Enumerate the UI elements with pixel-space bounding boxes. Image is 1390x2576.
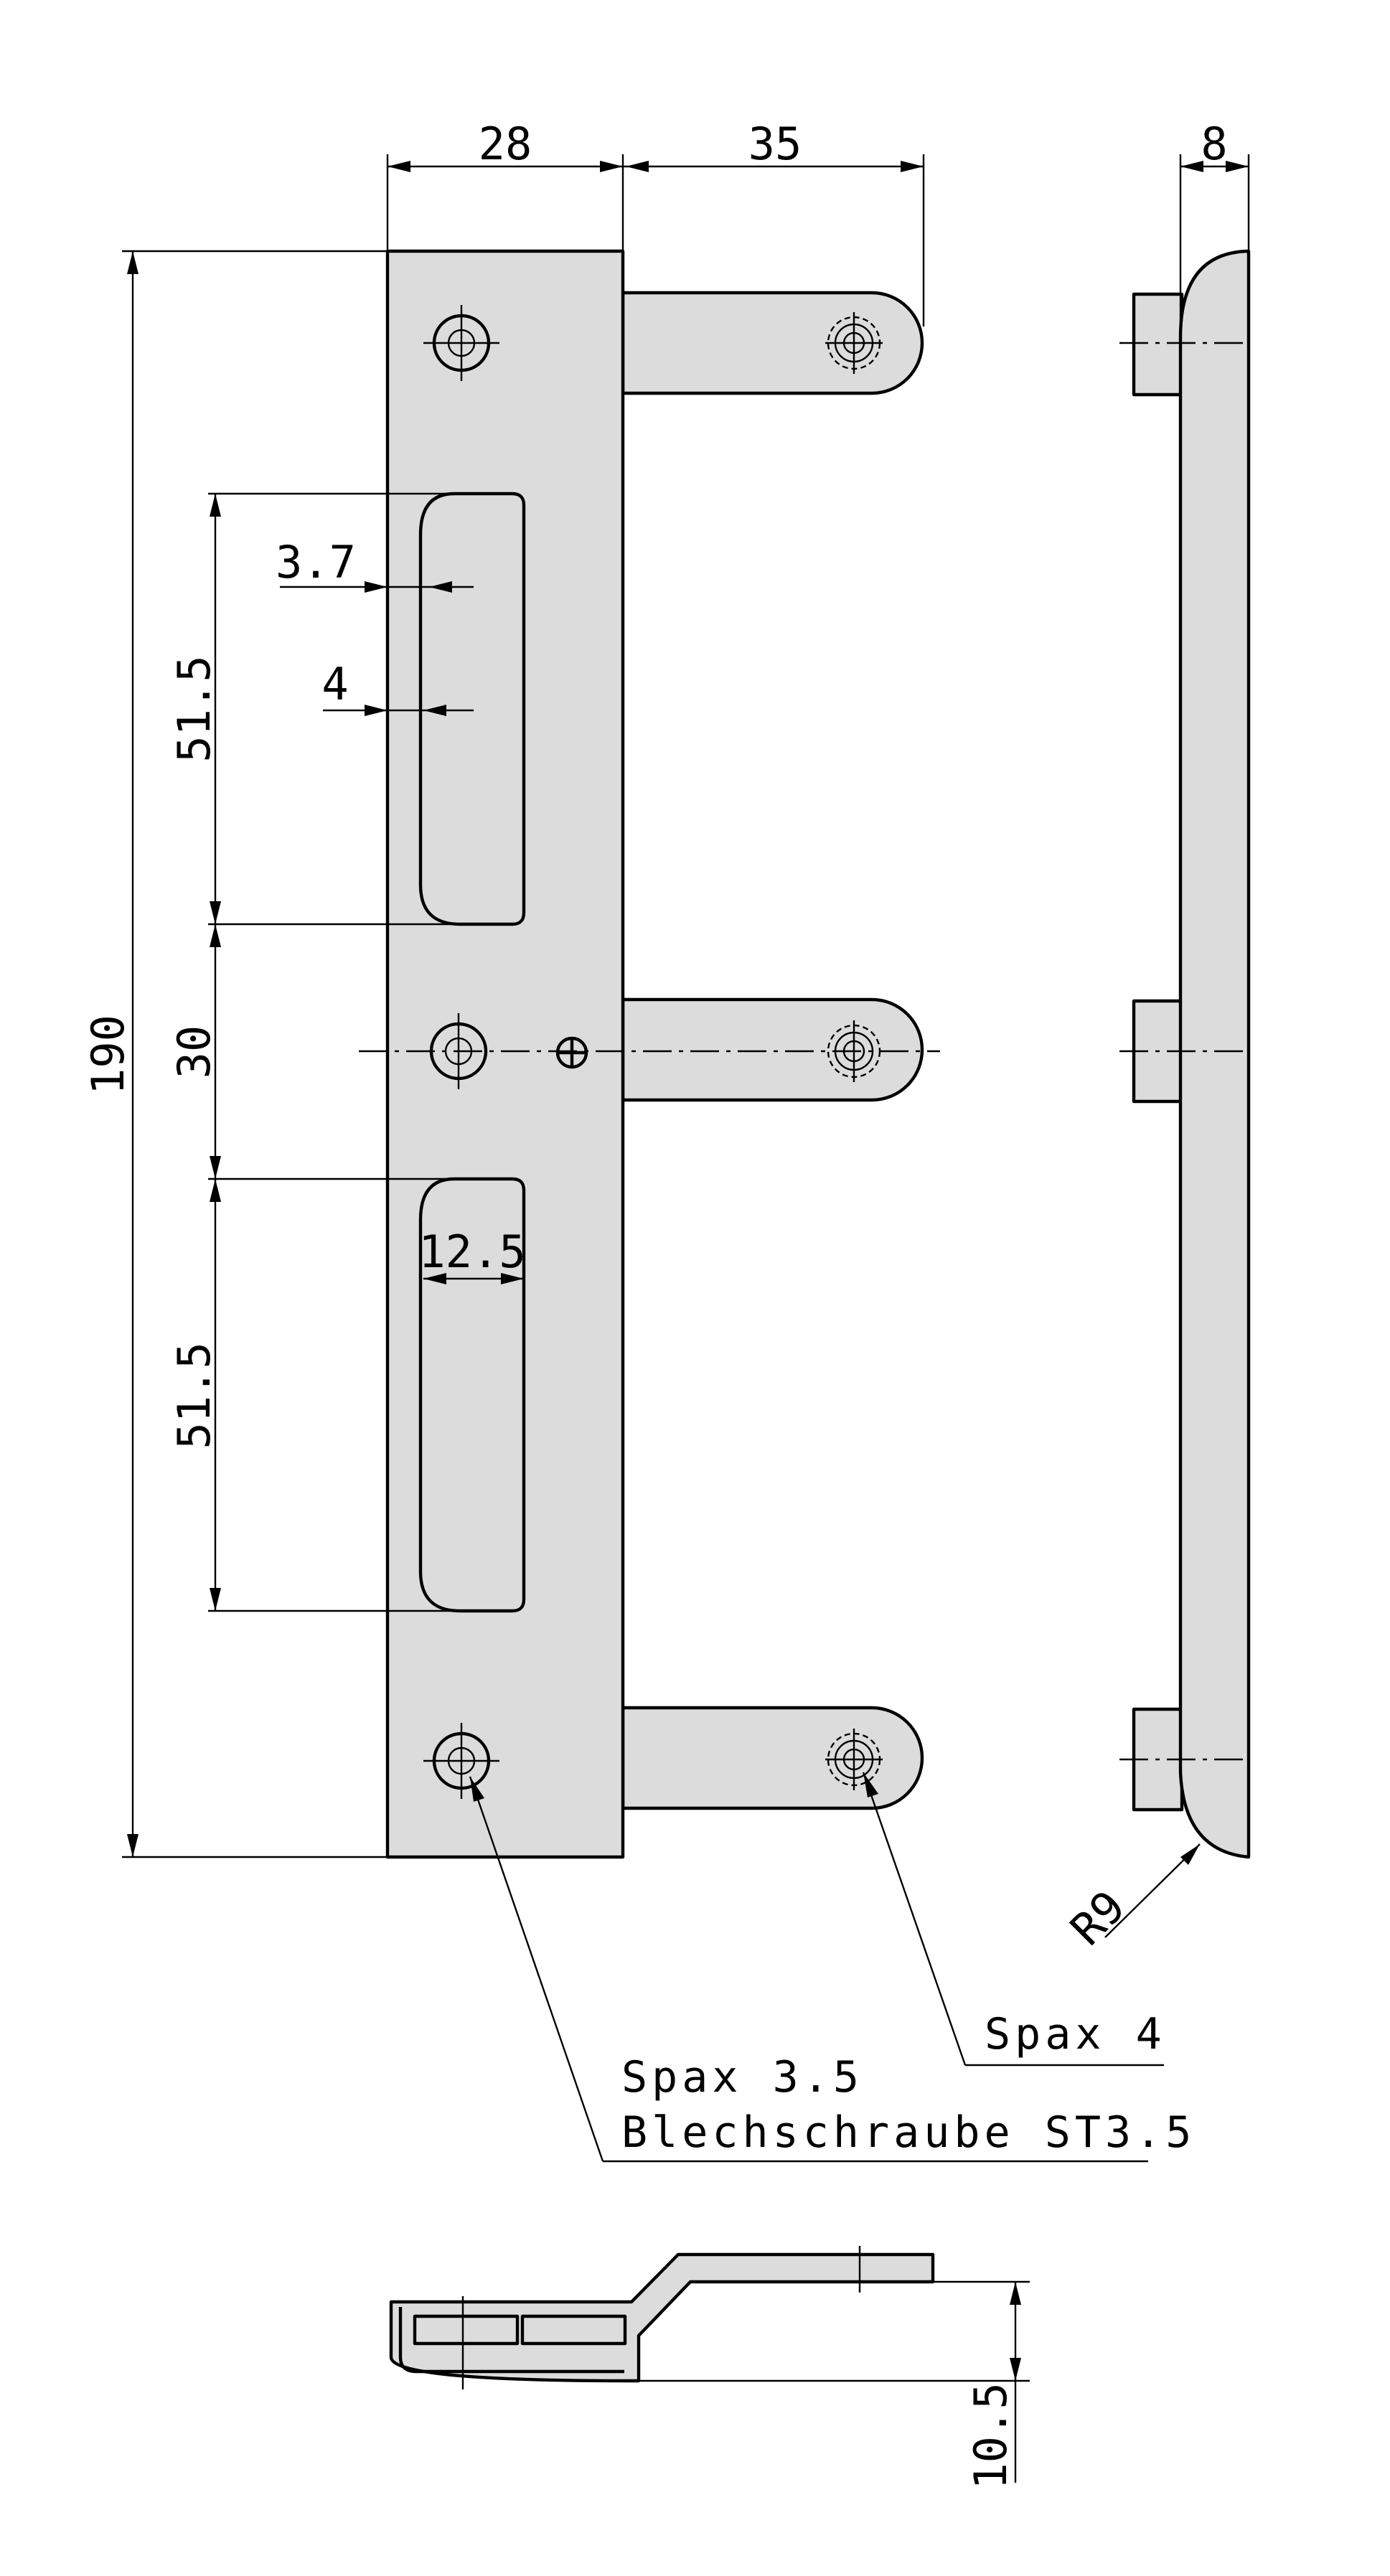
tab-hole-middle	[827, 1020, 881, 1082]
plate-hole-top	[423, 305, 499, 381]
side-view: 8 R9	[1061, 118, 1251, 1955]
middle-tab	[621, 997, 924, 1102]
tab-hole-top	[827, 312, 881, 374]
plate-hole-bottom	[423, 1723, 499, 1799]
bottom-profile: 10.5	[389, 2246, 1030, 2490]
dim-slot-upper-height: 51.5	[168, 655, 220, 762]
callout-plate-screw-line2: Blechschraube ST3.5	[621, 2107, 1196, 2158]
tab-hole-bottom	[827, 1729, 881, 1790]
bottom-tab	[621, 1706, 924, 1810]
dim-plate-width: 28	[479, 118, 532, 170]
dim-side-thickness: 8	[1201, 118, 1227, 170]
plate-hole-middle	[429, 1013, 488, 1089]
dim-slot-spacing: 30	[168, 1025, 220, 1079]
callouts: Spax 4 Spax 3.5 Blechschraube ST3.5	[469, 1772, 1196, 2163]
rivet-marker	[555, 1036, 588, 1069]
dimensions-front: 28 35 190 51.5 30 51.5 3.7	[82, 118, 925, 1858]
dim-total-height: 190	[82, 1015, 134, 1095]
callout-plate-screw-line1: Spax 3.5	[621, 2052, 863, 2102]
dim-slot-width: 12.5	[418, 1226, 525, 1278]
side-profile	[1178, 249, 1251, 1859]
dim-profile-depth: 10.5	[964, 2382, 1017, 2489]
dim-offset-b: 4	[321, 658, 348, 710]
front-view	[359, 249, 940, 1859]
dim-offset-a: 3.7	[276, 536, 356, 588]
dim-corner-radius: R9	[1061, 1881, 1135, 1955]
callout-tab-screw: Spax 4	[985, 2009, 1166, 2059]
bent-profile	[389, 2252, 935, 2383]
dim-slot-lower-height: 51.5	[168, 1342, 220, 1449]
dim-tab-length: 35	[748, 118, 802, 170]
